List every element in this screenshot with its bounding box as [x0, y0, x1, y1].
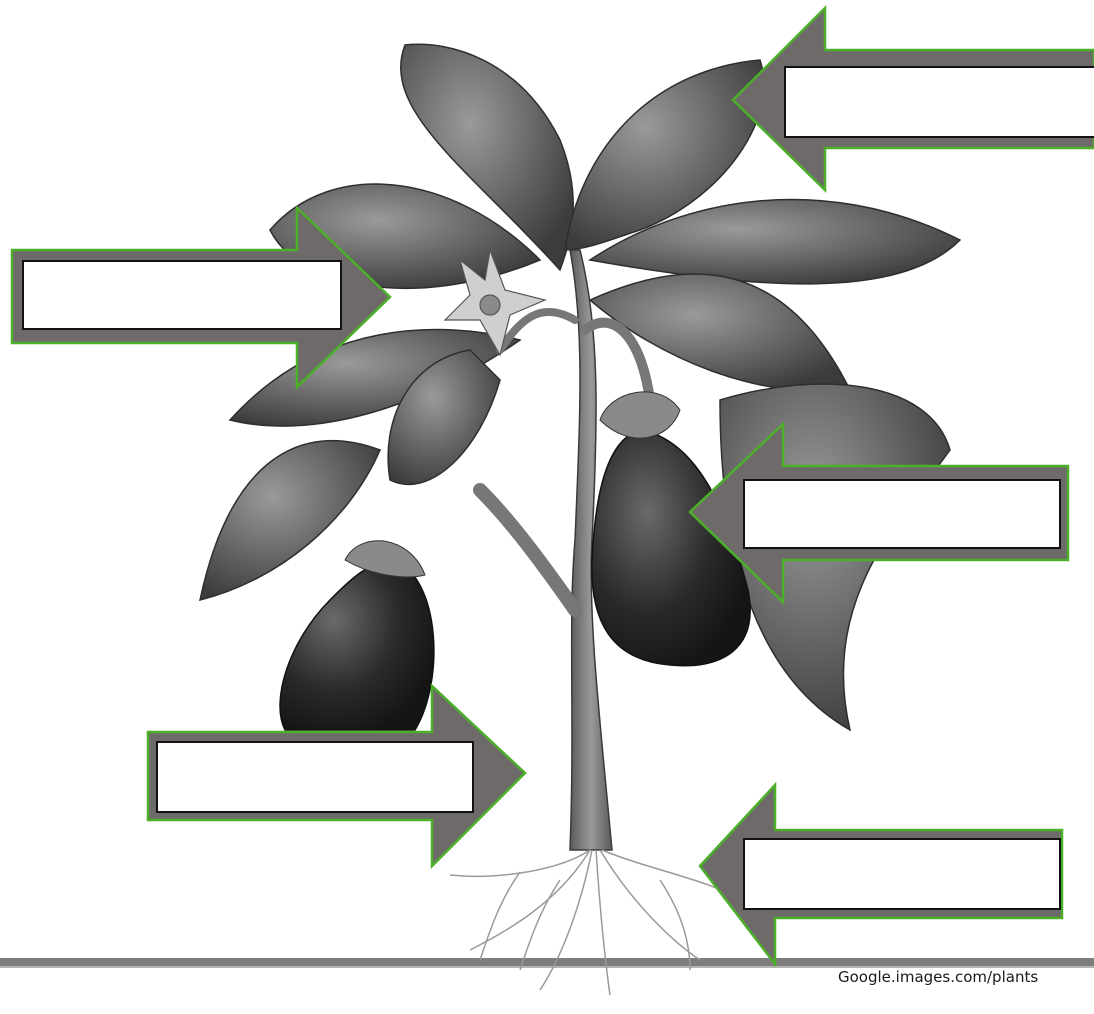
label-box-leaf[interactable]	[784, 66, 1094, 138]
roots	[450, 850, 740, 995]
leaf-left-lower	[200, 441, 380, 600]
label-box-roots[interactable]	[743, 838, 1061, 910]
ground-line	[0, 958, 1094, 968]
fruit-left	[280, 541, 434, 730]
label-box-fruit[interactable]	[743, 479, 1061, 549]
source-credit: Google.images.com/plants	[838, 968, 1038, 986]
label-box-flower[interactable]	[22, 260, 342, 330]
label-box-stem[interactable]	[156, 741, 474, 813]
